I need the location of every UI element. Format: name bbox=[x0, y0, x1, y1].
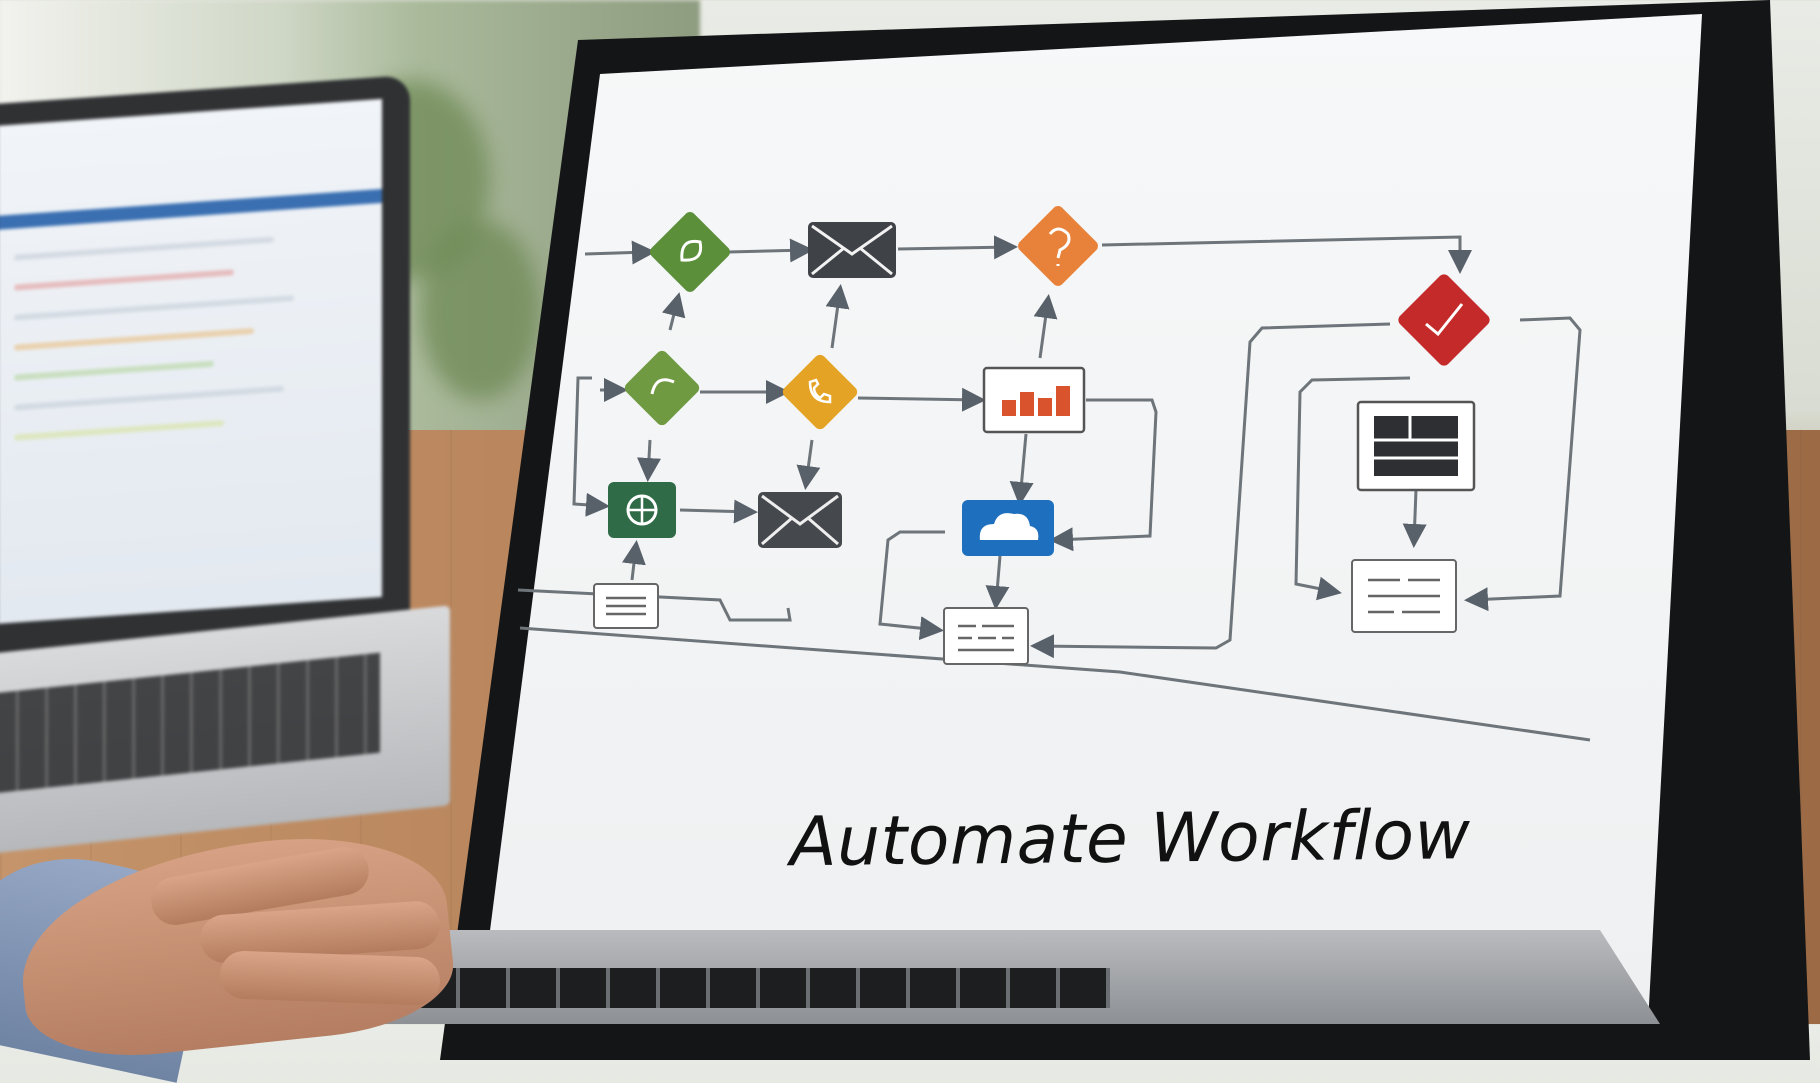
cloud-icon bbox=[962, 500, 1054, 556]
plant-blur bbox=[420, 220, 540, 400]
document-icon bbox=[943, 607, 1029, 665]
connectors bbox=[517, 235, 1591, 742]
leaf-icon bbox=[650, 212, 730, 292]
question-icon bbox=[1018, 206, 1098, 286]
phone-icon bbox=[782, 354, 858, 430]
laptop-screen bbox=[478, 14, 1702, 1024]
globe-icon bbox=[608, 482, 676, 538]
leaf-icon bbox=[624, 350, 700, 426]
finger bbox=[219, 950, 441, 1006]
table-icon bbox=[1356, 400, 1476, 492]
caption-text: Automate Workflow bbox=[789, 796, 1471, 883]
workflow-diagram bbox=[517, 206, 1591, 742]
mail-icon bbox=[758, 492, 842, 548]
laptop-keyboard bbox=[410, 968, 1110, 1008]
checkmark-icon bbox=[1398, 274, 1490, 366]
mail-icon bbox=[808, 222, 896, 278]
document-icon bbox=[593, 583, 659, 629]
document-icon bbox=[1351, 559, 1457, 633]
bar-chart-icon bbox=[982, 366, 1086, 434]
